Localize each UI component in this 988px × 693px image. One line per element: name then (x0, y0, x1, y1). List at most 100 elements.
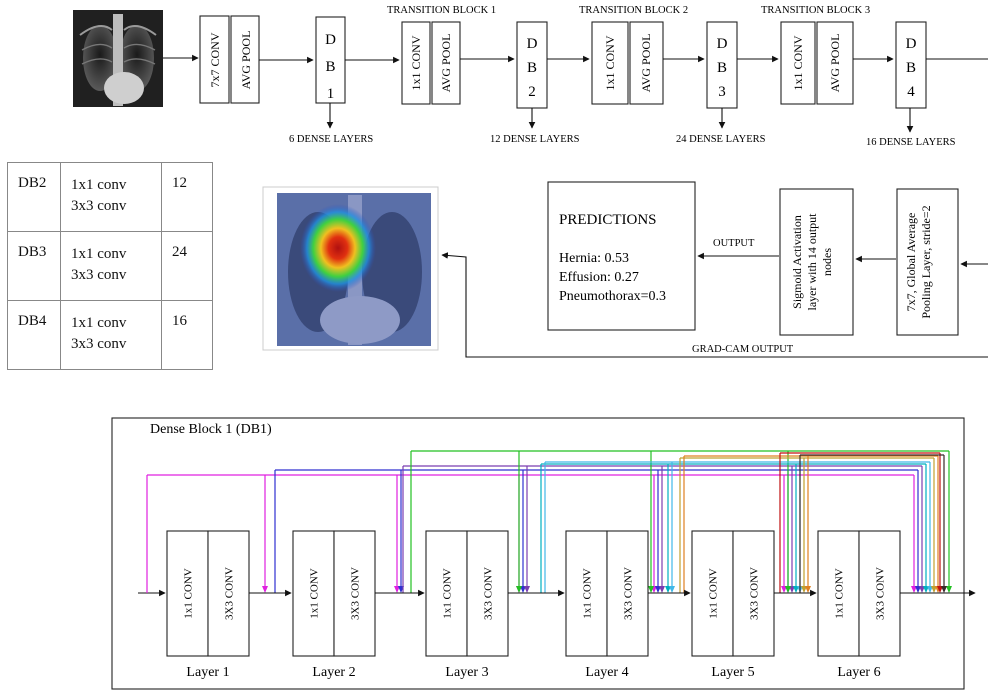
layer-conv1-label: 1x1 CONV (183, 568, 195, 618)
sigmoid-line-2: layer with 14 output (805, 213, 819, 311)
table-cell-count: 12 (161, 162, 213, 232)
layer-conv3-label: 3X3 CONV (623, 567, 635, 620)
db4-layers-label: 16 DENSE LAYERS (866, 137, 956, 148)
db2-letter-2: B (527, 60, 537, 76)
sigmoid-line-1: Sigmoid Activation (790, 215, 804, 309)
tb2-conv-box (591, 21, 629, 105)
db4-letter-2: B (906, 60, 916, 76)
db2-letter-3: 2 (528, 84, 536, 100)
dense-connection-arrowhead (911, 586, 917, 593)
dense-connection-arrowhead (793, 586, 799, 593)
op-1: 1x1 conv (71, 177, 127, 193)
tb3-conv-box (780, 21, 816, 105)
table-cell-block: DB3 (7, 231, 61, 301)
layer-name-label: Layer 2 (312, 665, 355, 680)
layer-conv1-label: 1x1 CONV (834, 568, 846, 618)
dense-connection-arrowhead (915, 586, 921, 593)
layer-conv1-box (292, 530, 335, 657)
dense-connection-arrowhead (520, 586, 526, 593)
tb3-conv-label: 1x1 CONV (791, 35, 805, 90)
dense-connection-arrowhead (919, 586, 925, 593)
pool-line-2: Pooling Layer, stride=2 (919, 205, 933, 318)
dense-block-4-box (895, 21, 927, 109)
tb2-pool-label: AVG POOL (639, 34, 653, 93)
table-cell-block: DB2 (7, 162, 61, 232)
layer-conv3-label: 3X3 CONV (224, 567, 236, 620)
layer-conv1-box (691, 530, 734, 657)
table-cell-ops: 1x1 conv 3x3 conv (60, 162, 162, 232)
gradcam-heatmap-image (262, 186, 439, 351)
dense-connection-arrowhead (805, 586, 811, 593)
first-conv-box (199, 15, 230, 104)
layer-conv3-label: 3X3 CONV (749, 567, 761, 620)
dense-connection-arrowhead (789, 586, 795, 593)
dense-connection-arrowhead (801, 586, 807, 593)
dense-block-3-box (706, 21, 738, 109)
table-cell-count: 16 (161, 300, 213, 370)
layer-conv1-label: 1x1 CONV (708, 568, 720, 618)
db3-letter-1: D (717, 36, 728, 52)
dense-connection-arrowhead (781, 586, 787, 593)
dense-connection-arrowhead (262, 586, 268, 593)
table-row: DB2 1x1 conv 3x3 conv 12 (7, 162, 213, 232)
layer-name-label: Layer 4 (585, 665, 628, 680)
db1-letter-1: D (325, 32, 336, 48)
first-pool-label: AVG POOL (239, 31, 253, 90)
dense-connection-arrowhead (785, 586, 791, 593)
layer-conv1-box (565, 530, 608, 657)
db1-layers-label: 6 DENSE LAYERS (289, 134, 373, 145)
dense-connection-arrowhead (665, 586, 671, 593)
layer-conv1-box (166, 530, 209, 657)
dense-connection-arrowhead (659, 586, 665, 593)
dense-connection-arrowhead (394, 586, 400, 593)
dense-connection-arrowhead (937, 586, 943, 593)
dense-connection-arrowhead (931, 586, 937, 593)
db4-letter-1: D (906, 36, 917, 52)
tb1-conv-box (401, 21, 431, 105)
tb3-pool-label: AVG POOL (828, 34, 842, 93)
db3-letter-3: 3 (718, 84, 726, 100)
layer-conv3-label: 3X3 CONV (350, 567, 362, 620)
layer-conv1-label: 1x1 CONV (582, 568, 594, 618)
op-1: 1x1 conv (71, 315, 127, 331)
layer-conv3-box (858, 530, 901, 657)
dense-connection-arrowhead (923, 586, 929, 593)
first-conv-label: 7x7 CONV (208, 32, 222, 87)
layer-conv3-label: 3X3 CONV (483, 567, 495, 620)
layer-name-label: Layer 5 (711, 665, 754, 680)
pool-line-1: 7x7, Global Average (904, 213, 918, 312)
sigmoid-line-3: nodes (820, 248, 834, 276)
global-average-pooling-box (896, 188, 959, 336)
tb3-pool-box (816, 21, 854, 105)
tb1-pool-label: AVG POOL (439, 34, 453, 93)
dense-connection-arrowhead (648, 586, 654, 593)
chest-xray-image (73, 10, 163, 107)
dense-connection-arrowhead (941, 586, 947, 593)
table-cell-block: DB4 (7, 300, 61, 370)
first-pool-box (230, 15, 260, 104)
layer-conv3-box (606, 530, 649, 657)
dense-block-detail-title: Dense Block 1 (DB1) (150, 422, 272, 437)
db2-layers-label: 12 DENSE LAYERS (490, 134, 580, 145)
prediction-hernia: Hernia: 0.53 (559, 251, 629, 266)
layer-name-label: Layer 1 (186, 665, 229, 680)
tb1-pool-box (431, 21, 461, 105)
db3-layers-label: 24 DENSE LAYERS (676, 134, 766, 145)
layer-conv1-box (425, 530, 468, 657)
dense-block-detail-layers: 1x1 CONV 3X3 CONV Layer 1 1x1 CONV 3X3 CONV L… (138, 450, 976, 680)
dense-connection-arrowhead (524, 586, 530, 593)
layer-conv1-label: 1x1 CONV (442, 568, 454, 618)
op-2: 3x3 conv (71, 267, 127, 283)
sigmoid-activation-box (779, 188, 854, 336)
db1-letter-3: 1 (327, 86, 335, 102)
op-2: 3x3 conv (71, 198, 127, 214)
gradcam-output-label: GRAD-CAM OUTPUT (692, 344, 794, 355)
predictions-title: PREDICTIONS (559, 212, 657, 228)
layer-name-label: Layer 3 (445, 665, 488, 680)
tb1-conv-label: 1x1 CONV (409, 35, 423, 90)
db2-letter-1: D (527, 36, 538, 52)
db4-letter-3: 4 (907, 84, 915, 100)
